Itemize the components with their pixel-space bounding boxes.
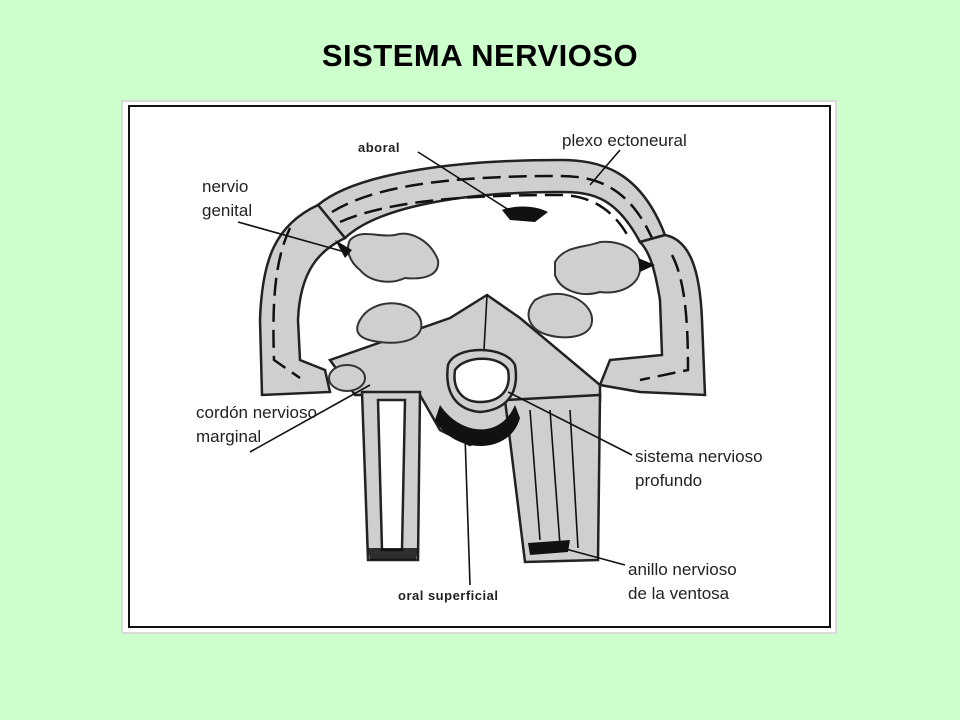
leader-sistema xyxy=(507,391,633,456)
label-anillo-2: de la ventosa xyxy=(628,584,730,603)
marginal-cord xyxy=(328,364,366,392)
label-cordon-2: marginal xyxy=(196,427,261,446)
leader-aboral xyxy=(417,151,513,213)
diagram-frame xyxy=(128,105,831,628)
label-anillo-1: anillo nervioso xyxy=(628,560,737,579)
leader-oral xyxy=(464,434,471,586)
right-arm xyxy=(598,233,707,397)
right-gonad xyxy=(554,240,642,295)
label-oral-superficial: oral superficial xyxy=(398,588,498,603)
page-title: SISTEMA NERVIOSO xyxy=(321,38,639,73)
label-sistema-1: sistema nervioso xyxy=(635,447,763,466)
label-plexo-ectoneural: plexo ectoneural xyxy=(562,131,687,150)
label-aboral: aboral xyxy=(358,140,400,155)
left-mouth-lobe xyxy=(356,302,423,344)
aboral-band xyxy=(316,158,667,244)
left-gonad xyxy=(347,232,440,283)
label-cordon-1: cordón nervioso xyxy=(196,403,317,422)
leader-plexo xyxy=(589,149,621,186)
label-nervio-genital-1: nervio xyxy=(202,177,248,196)
leader-nervio xyxy=(237,221,346,253)
left-arm xyxy=(258,203,347,397)
leader-cordon xyxy=(249,384,371,453)
label-sistema-2: profundo xyxy=(635,471,702,490)
leader-anillo xyxy=(561,547,626,566)
label-nervio-genital-2: genital xyxy=(202,201,252,220)
right-mouth-lobe xyxy=(527,293,594,339)
aboral-band-dashes xyxy=(331,174,654,239)
